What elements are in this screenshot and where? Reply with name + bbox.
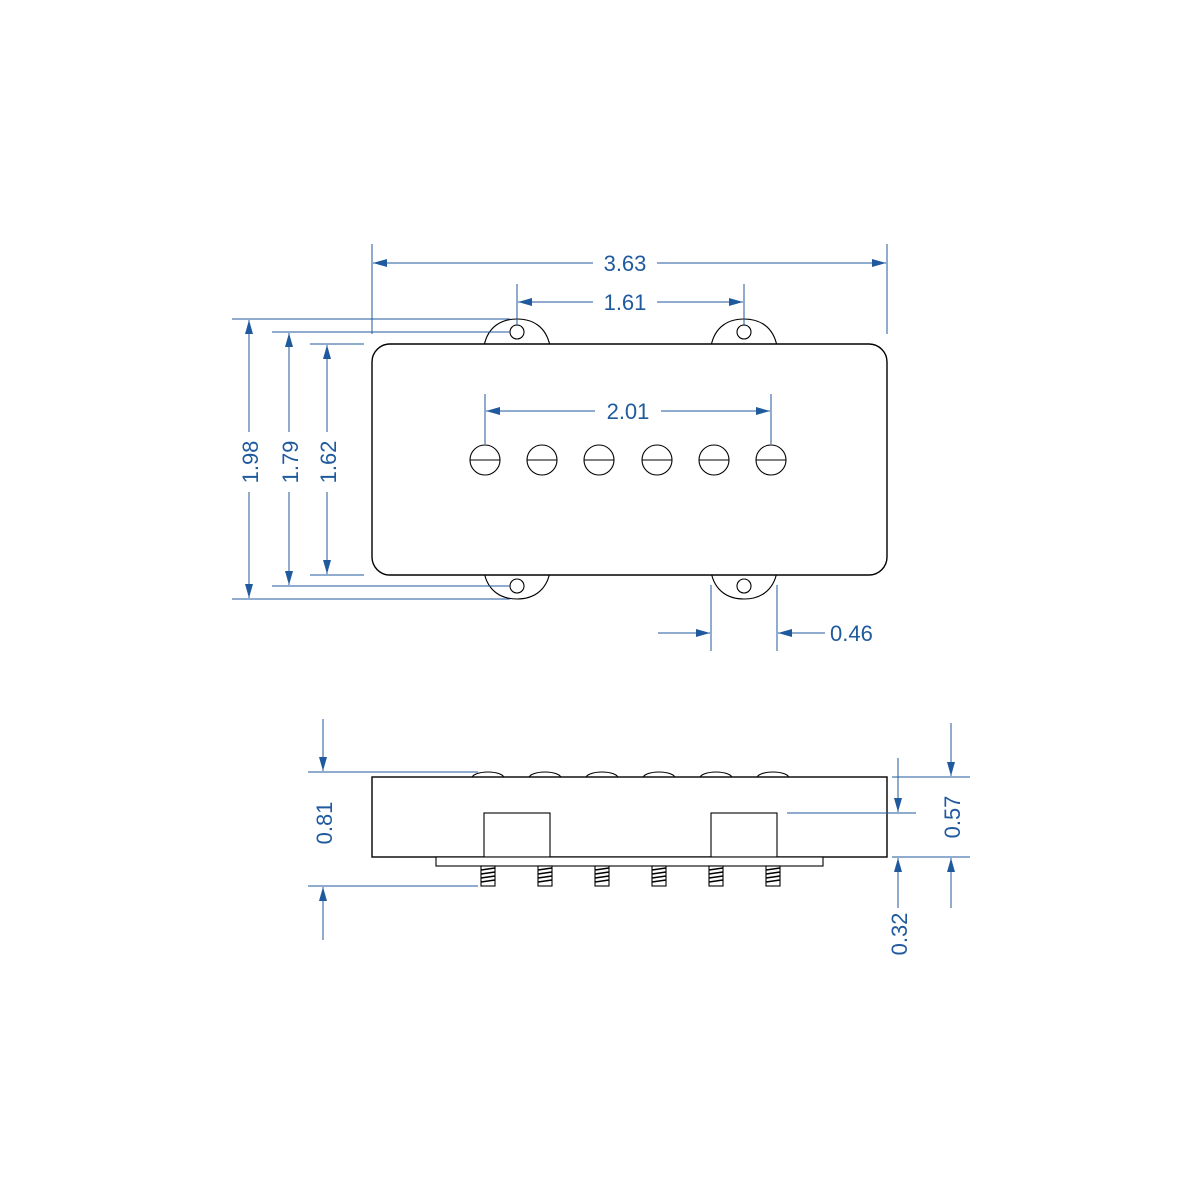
dimension-overall-width: 3.63: [371, 244, 888, 334]
dimension-label: 2.01: [607, 399, 650, 424]
dimension-pole-spacing: 2.01: [484, 394, 772, 444]
pole-piece: [469, 444, 501, 476]
dimension-label: 1.61: [604, 290, 647, 315]
dimension-label: 0.46: [830, 621, 873, 646]
pole-piece: [526, 444, 558, 476]
dimension-overall-height: 1.98: [232, 318, 510, 600]
dimension-label: 0.81: [312, 802, 337, 845]
pole-piece: [698, 444, 730, 476]
dimension-label: 1.62: [316, 441, 341, 484]
top-view: 3.63 1.61 2.01 1.98: [232, 244, 888, 651]
mounting-hole-top-left: [509, 324, 525, 340]
mounting-hole-bottom-right: [736, 578, 752, 594]
pickup-cover-side: [371, 776, 888, 858]
dimension-label: 0.32: [887, 913, 912, 956]
mounting-hole-bottom-left: [509, 578, 525, 594]
dimension-label: 3.63: [604, 251, 647, 276]
dimension-label: 0.57: [940, 796, 965, 839]
dimension-cover-height: 1.62: [310, 343, 364, 576]
pole-screw: [594, 865, 610, 887]
pole-screw: [480, 865, 496, 887]
mounting-hole-top-right: [736, 324, 752, 340]
pole-pieces: [469, 444, 787, 476]
side-view: 0.81 0.57 0.32: [308, 719, 970, 955]
pole-screw: [651, 865, 667, 887]
dimension-mounting-height: 1.79: [272, 331, 510, 587]
pole-piece: [755, 444, 787, 476]
dimension-label: 1.98: [238, 441, 263, 484]
pole-screw: [708, 865, 724, 887]
pole-piece: [641, 444, 673, 476]
pole-screw: [765, 865, 781, 887]
mounting-lug-left: [483, 812, 551, 858]
dimension-tab-width: 0.46: [658, 585, 873, 651]
dimension-label: 1.79: [278, 441, 303, 484]
pole-screws: [480, 865, 781, 887]
dimension-mounting-hole-spacing: 1.61: [516, 284, 745, 326]
pickup-cover: [371, 343, 888, 576]
mounting-lug-right: [710, 812, 778, 858]
pole-piece: [583, 444, 615, 476]
pole-screw: [537, 865, 553, 887]
dimension-total-height: 0.81: [308, 719, 478, 940]
baseplate: [435, 856, 824, 867]
dimension-side-cover-height: 0.57: [787, 723, 970, 908]
dimension-baseplate-height: 0.32: [887, 758, 970, 955]
